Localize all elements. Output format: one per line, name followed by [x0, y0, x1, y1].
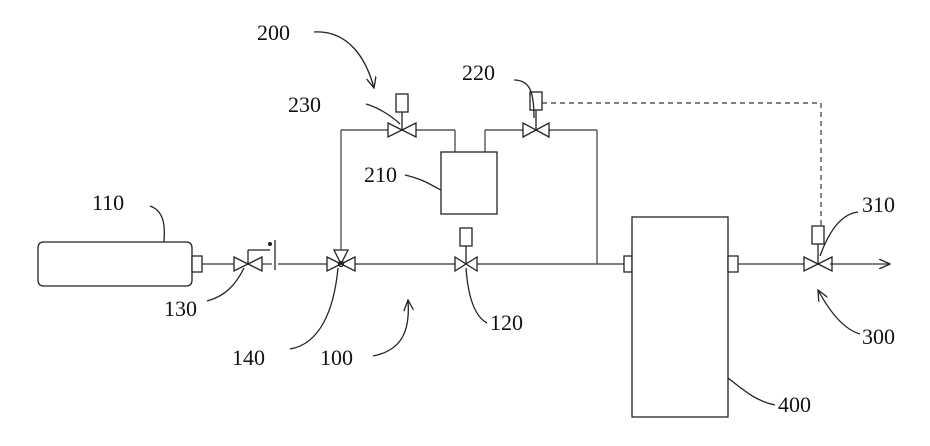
equipment-400 — [624, 217, 738, 417]
solenoid-valve-310 — [804, 226, 832, 271]
reference-labels: 110 130 140 100 120 200 230 210 220 310 … — [92, 20, 895, 417]
label-100: 100 — [320, 345, 353, 370]
label-120: 120 — [490, 310, 523, 335]
label-140: 140 — [232, 345, 265, 370]
label-210: 210 — [364, 162, 397, 187]
label-300: 300 — [862, 324, 895, 349]
label-220: 220 — [462, 60, 495, 85]
label-110: 110 — [92, 190, 124, 215]
solenoid-valve-120 — [455, 228, 477, 271]
three-way-valve-140 — [327, 250, 355, 271]
pointer-arrows — [314, 32, 860, 356]
control-signal-line — [542, 103, 821, 226]
label-200: 200 — [257, 20, 290, 45]
label-230: 230 — [288, 92, 321, 117]
gas-cylinder-110 — [38, 242, 202, 286]
solenoid-valve-230 — [388, 94, 416, 137]
manual-valve-130 — [234, 240, 275, 271]
label-310: 310 — [862, 192, 895, 217]
container-210 — [441, 152, 497, 214]
label-400: 400 — [778, 392, 811, 417]
solenoid-valve-220 — [523, 92, 549, 137]
label-130: 130 — [164, 296, 197, 321]
